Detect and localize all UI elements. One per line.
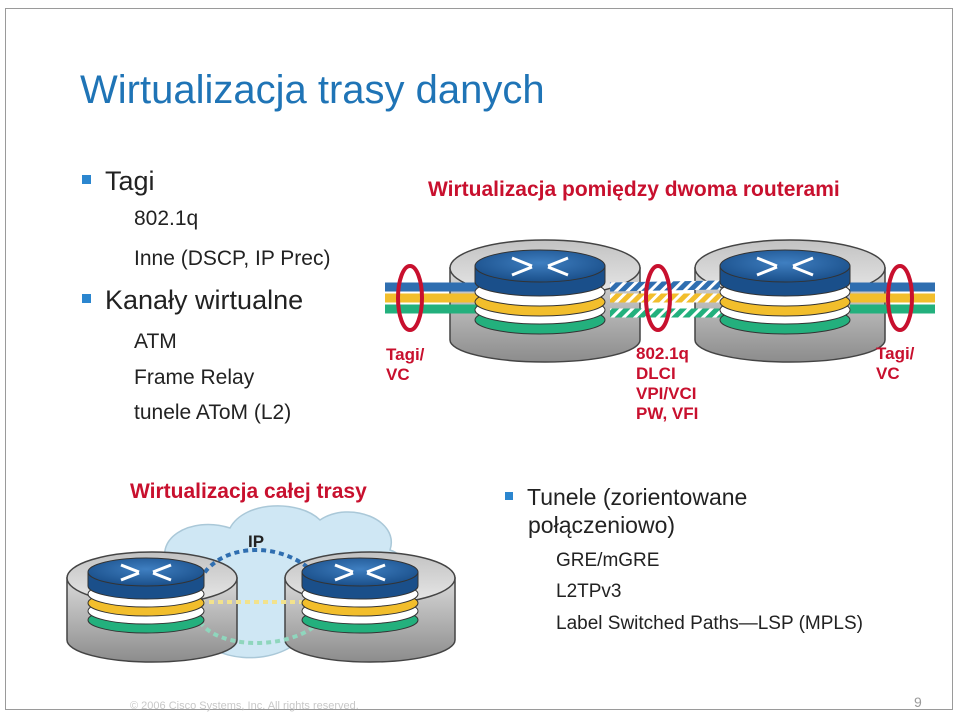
- label-line: VC: [876, 364, 900, 383]
- label-line: PW, VFI: [636, 404, 699, 423]
- label-line: VPI/VCI: [636, 384, 697, 403]
- channels-item-2: Frame Relay: [134, 366, 255, 389]
- label-line: Tagi/: [386, 345, 425, 364]
- top-diagram-heading: Wirtualizacja pomiędzy dwoma routerami: [428, 178, 840, 201]
- tunnels-heading-line2: połączeniowo): [528, 512, 676, 538]
- channels-item-3: tunele AToM (L2): [134, 401, 292, 424]
- label-line: 802.1q: [636, 344, 689, 363]
- slide-frame: [5, 8, 953, 710]
- label-encapsulations: 802.1q DLCI VPI/VCI PW, VFI: [636, 344, 698, 424]
- bullet-channels-label: Kanały wirtualne: [105, 285, 304, 315]
- footer-copyright: © 2006 Cisco Systems, Inc. All rights re…: [130, 700, 359, 712]
- router-arrows-icon: [756, 256, 814, 277]
- router-left-stack: [474, 249, 606, 335]
- tags-item-2: Inne (DSCP, IP Prec): [134, 247, 331, 270]
- tunnels-heading-line1: Tunele (zorientowane: [527, 484, 748, 510]
- label-line: DLCI: [636, 364, 676, 383]
- bullet-square-icon: [82, 175, 91, 185]
- ring-left-icon: [396, 264, 424, 332]
- virtual-lanes: [385, 280, 935, 318]
- label-tags-vc-left: Tagi/ VC: [386, 345, 424, 385]
- router-arrows-icon: [120, 563, 172, 582]
- router-right-stack: [719, 249, 851, 335]
- ring-right-icon: [886, 264, 914, 332]
- tunnels-item-1: GRE/mGRE: [556, 550, 660, 571]
- bullet-tunnels: Tunele (zorientowane: [505, 484, 747, 511]
- tags-item-1: 802.1q: [134, 207, 199, 230]
- label-line: VC: [386, 365, 410, 384]
- ring-middle-icon: [644, 264, 672, 332]
- router-arrows-icon: [334, 563, 386, 582]
- bottom-router-left-stack: [87, 557, 205, 634]
- bullet-tags-label: Tagi: [105, 166, 155, 196]
- label-line: Tagi/: [876, 344, 915, 363]
- bullet-virtual-channels: Kanały wirtualne: [82, 285, 303, 316]
- channels-item-1: ATM: [134, 330, 177, 353]
- bullet-tags: Tagi: [82, 166, 155, 197]
- bottom-diagram-heading: Wirtualizacja całej trasy: [130, 480, 367, 503]
- tunnels-item-2: L2TPv3: [556, 581, 622, 602]
- router-arrows-icon: [511, 256, 569, 277]
- bullet-square-icon: [505, 491, 513, 500]
- tunnels-item-3: Label Switched Paths—LSP (MPLS): [556, 613, 863, 634]
- label-tags-vc-right: Tagi/ VC: [876, 344, 914, 384]
- slide-title: Wirtualizacja trasy danych: [80, 68, 545, 112]
- bottom-router-right-stack: [301, 557, 419, 634]
- bullet-square-icon: [82, 294, 91, 304]
- cloud-ip-label: IP: [248, 532, 265, 551]
- page-number: 9: [914, 694, 922, 710]
